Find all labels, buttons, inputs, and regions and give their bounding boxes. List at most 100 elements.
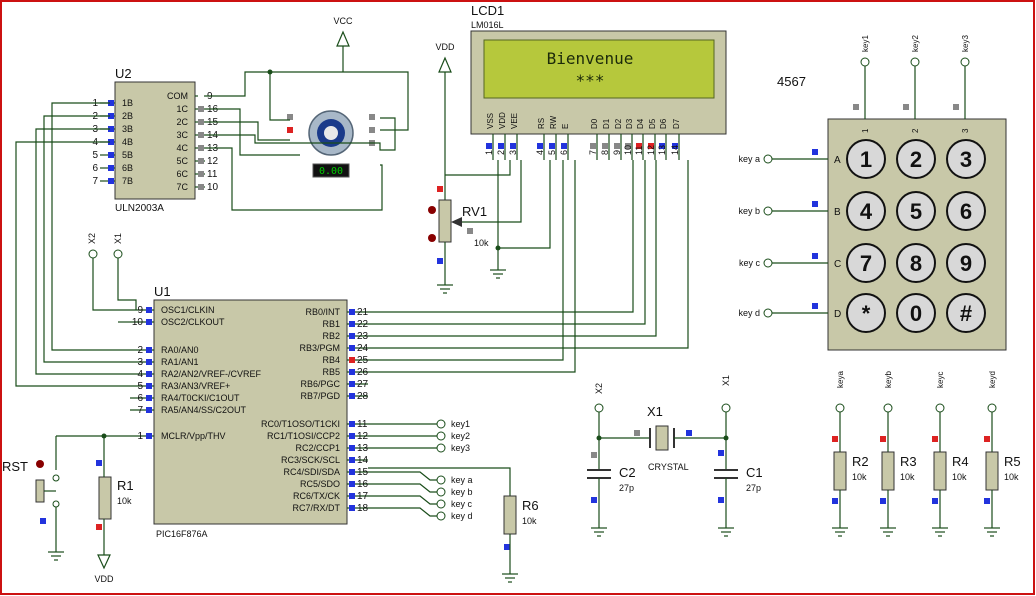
lcd-pin-marker — [486, 143, 492, 149]
vcc-symbol: VCC — [333, 16, 353, 72]
u1-pin-marker — [349, 345, 355, 351]
r6-resistor[interactable]: R6 10k — [368, 467, 539, 583]
u1-pin-marker — [146, 371, 152, 377]
lcd-pin-number: 13 — [657, 145, 667, 155]
rc-terminal-label: key d — [451, 511, 473, 521]
lcd-pin-marker — [659, 143, 665, 149]
lcd-line2: *** — [576, 71, 605, 90]
pulldown-marker — [880, 436, 886, 442]
keypad-row-terminal[interactable] — [763, 154, 773, 164]
rv1-potentiometer[interactable]: RV1 10k — [428, 186, 489, 294]
keypad-col-terminal[interactable] — [910, 57, 920, 67]
keypad-key[interactable] — [846, 139, 886, 179]
u1-pin-name: RC7/RX/DT — [292, 503, 340, 513]
rc-terminal[interactable] — [436, 499, 446, 509]
u1-x2-label: X2 — [87, 233, 97, 244]
pulldown-terminal[interactable] — [935, 403, 945, 413]
rc-terminal[interactable] — [436, 487, 446, 497]
lcd-pin-number: 12 — [646, 145, 656, 155]
lcd-pin-number: 11 — [634, 146, 644, 155]
u1-pin-name: RB4 — [322, 355, 340, 365]
lcd-screen — [483, 39, 715, 99]
rc-terminal[interactable] — [436, 511, 446, 521]
vdd-bottom-label: VDD — [94, 574, 114, 584]
keypad-row-terminal[interactable] — [763, 206, 773, 216]
u2-pin-number: 7 — [92, 176, 98, 187]
keypad-key[interactable] — [946, 191, 986, 231]
u1-pin-number: 22 — [357, 319, 369, 330]
keypad-col-terminal[interactable] — [960, 57, 970, 67]
lcd-pin-number: 5 — [547, 150, 557, 155]
stepper-motor[interactable]: 0.00 — [287, 110, 375, 178]
c1-ref: C1 — [746, 465, 763, 480]
u1-pin-name: RC3/SCK/SCL — [281, 455, 340, 465]
keypad-col-marker — [953, 104, 959, 110]
keypad-row-marker — [812, 303, 818, 309]
lcd-pin-name: RW — [549, 115, 558, 129]
pulldown-terminal[interactable] — [987, 403, 997, 413]
lcd-pin-name: VSS — [486, 113, 495, 129]
rv1-value: 10k — [474, 238, 489, 248]
rc-terminal[interactable] — [436, 443, 446, 453]
u1-pin-marker — [349, 469, 355, 475]
pulldown-terminal[interactable] — [835, 403, 845, 413]
keypad-key-label: 6 — [960, 199, 972, 224]
u1-pin-name: RB5 — [322, 367, 340, 377]
keypad-key-label: 5 — [910, 199, 922, 224]
u1-pin-number: 17 — [357, 491, 369, 502]
keypad-key[interactable] — [896, 243, 936, 283]
lcd-pin-number: 10 — [623, 145, 633, 155]
keypad-key[interactable] — [896, 139, 936, 179]
u2-pin-number: 10 — [207, 182, 219, 193]
keypad-key-label: 2 — [910, 147, 922, 172]
keypad-key[interactable] — [946, 243, 986, 283]
rc-terminal[interactable] — [436, 419, 446, 429]
u2-pin-name: 2C — [176, 117, 188, 127]
reset-circuit[interactable]: RST R1 10k VDD — [2, 433, 134, 585]
keypad-row-terminal[interactable] — [763, 258, 773, 268]
pulldown-value: 10k — [952, 472, 967, 482]
r1-value: 10k — [117, 496, 132, 506]
keypad-key[interactable] — [896, 293, 936, 333]
rb-to-lcd-wires — [368, 160, 689, 373]
u1-pin-marker — [146, 347, 152, 353]
keypad-key[interactable] — [846, 293, 886, 333]
crystal-body — [655, 425, 669, 451]
pulldown-terminal[interactable] — [883, 403, 893, 413]
lcd-pin-name: D4 — [636, 118, 645, 129]
keypad-row-terminal-label: key d — [738, 308, 760, 318]
keypad-col-marker — [853, 104, 859, 110]
keypad-row-letter: A — [834, 155, 841, 166]
keypad-key[interactable] — [846, 243, 886, 283]
rc-terminal[interactable] — [436, 431, 446, 441]
rc-terminal[interactable] — [436, 475, 446, 485]
crystal-circuit[interactable]: X2 X1 CRYSTAL X1 C2 27p C1 27p — [587, 375, 763, 537]
u1-pin-number: 27 — [357, 379, 369, 390]
lcd-module[interactable]: LCD1 LM016L Bienvenue *** 1VSS2VDD3VEE4R… — [470, 3, 727, 160]
keypad-key[interactable] — [896, 191, 936, 231]
keypad-row-terminal[interactable] — [763, 308, 773, 318]
u2-pin-name: 3B — [122, 124, 133, 134]
keypad-key[interactable] — [946, 139, 986, 179]
pulldown-terminal-label: keya — [836, 371, 845, 388]
u1-pin-number: 13 — [357, 443, 369, 454]
lcd-pin-name: D5 — [648, 118, 657, 129]
keypad-col-terminal[interactable] — [860, 57, 870, 67]
pulldown-marker — [984, 498, 990, 504]
keypad-key[interactable] — [946, 293, 986, 333]
lcd-pin-name: D6 — [659, 118, 668, 129]
u2-pin-marker — [108, 178, 114, 184]
rc-terminal-label: key b — [451, 487, 473, 497]
lcd-pin-name: RS — [537, 118, 546, 129]
u1-pin-number: 12 — [357, 431, 369, 442]
u1-pin-name: RA2/AN2/VREF-/CVREF — [161, 369, 262, 379]
u1-pin-marker — [349, 505, 355, 511]
lcd-pin-number: 7 — [588, 150, 598, 155]
u2-pin-name: 4B — [122, 137, 133, 147]
lcd-pin-name: D3 — [625, 118, 634, 129]
keypad-key[interactable] — [846, 191, 886, 231]
